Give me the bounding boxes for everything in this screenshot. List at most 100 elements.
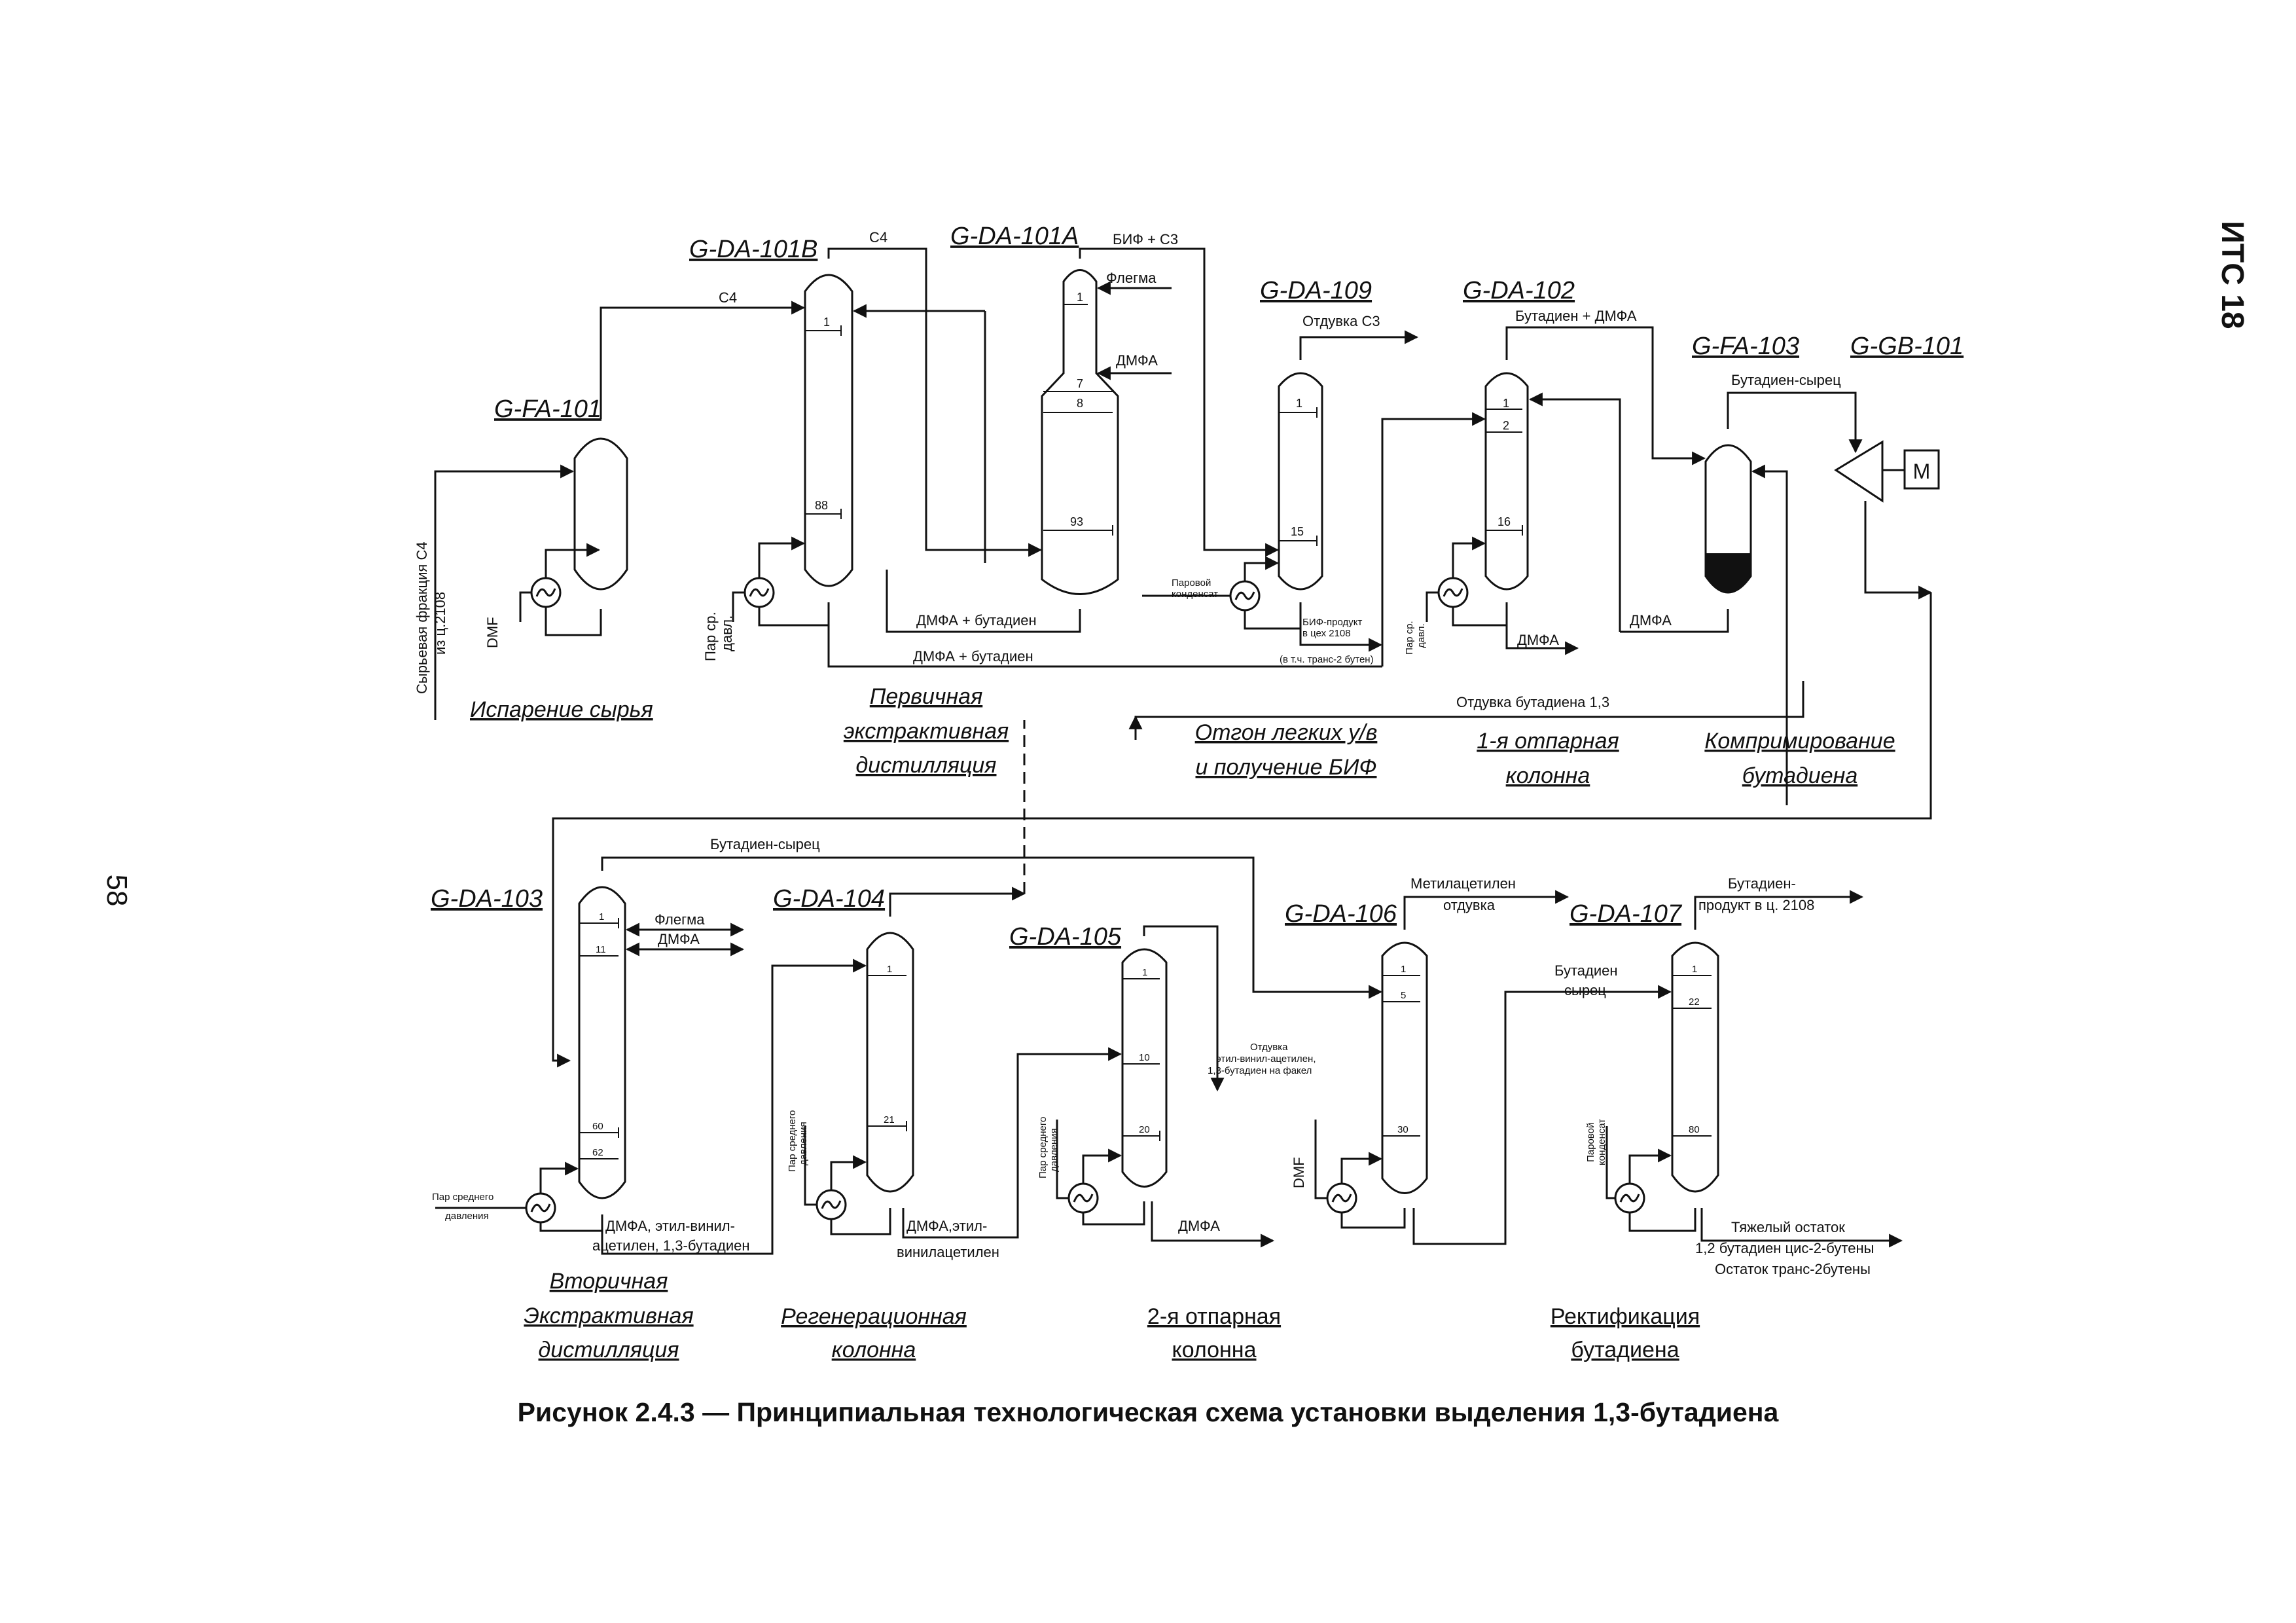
stream-steam-b-2: давл. [719,615,735,651]
section-stripper2-line2: колонна [1172,1338,1256,1362]
section-regeneration-line1: Регенерационная [781,1304,967,1329]
stream-product-1: Бутадиен- [1728,875,1796,892]
stream-bif-note: (в т.ч. транс-2 бутен) [1280,654,1374,665]
tray-109-15: 15 [1291,525,1304,538]
tray-105-10: 10 [1139,1052,1150,1063]
tray-107-1: 1 [1692,964,1697,975]
stream-heavy-2: 1,2 бутадиен цис-2-бутены [1695,1240,1874,1256]
section-compression-line2: бутадиена [1742,763,1857,788]
stream-methyl-2: отдувка [1443,897,1496,913]
stream-vent-105-1: Отдувка [1250,1042,1288,1053]
tag-g-da-103: G-DA-103 [431,885,543,913]
section-stripper1-line1: 1-я отпарная [1477,729,1619,754]
stream-dmfa-fa103: ДМФА [1630,612,1672,629]
section-light-line1: Отгон легких у/в [1195,720,1378,745]
stream-steam-107-1: Паровой [1585,1123,1596,1162]
stream-heavy-1: Тяжелый остаток [1731,1219,1845,1235]
column-g-da-104 [866,932,914,1193]
column-g-da-101a [1041,269,1119,595]
stream-vent-bd: Отдувка бутадиена 1,3 [1456,694,1609,710]
stream-steam-b-1: Пар ср. [702,611,719,661]
tag-g-da-106: G-DA-106 [1285,900,1397,928]
vessel-liquid-level [1706,553,1751,593]
stream-dmf-106: DMF [1291,1157,1307,1188]
stream-bd-raw-mid: Бутадиен-сырец [710,836,820,852]
section-compression-line1: Компримирование [1704,729,1895,754]
stream-vent-105-2: этил-винил-ацетилен, [1216,1053,1316,1065]
stream-methyl-1: Метилацетилен [1410,875,1516,892]
section-light-line2: и получение БИФ [1196,755,1377,780]
stream-dmfa-bd-2: ДМФА + бутадиен [913,648,1033,665]
section-stripper2-line1: 2-я отпарная [1147,1304,1281,1329]
tag-g-fa-101: G-FA-101 [494,395,601,423]
tag-g-fa-103: G-FA-103 [1692,333,1799,360]
tag-g-gb-101: G-GB-101 [1850,333,1964,360]
stream-steam-105-2: давления [1049,1128,1060,1172]
column-g-da-106 [1381,941,1428,1194]
tray-101b-1: 1 [823,316,830,329]
stream-bif-c3: БИФ + C3 [1113,231,1178,247]
stream-c4-mid: C4 [719,289,737,306]
tray-101a-7: 7 [1077,377,1083,390]
stream-bd-raw-top: Бутадиен-сырец [1731,372,1841,388]
tray-107-80: 80 [1689,1124,1700,1135]
stream-dmfa-103-in: ДМФА [658,931,700,947]
stream-bif-prod-2: в цех 2108 [1302,628,1351,639]
section-rectification-line2: бутадиена [1571,1338,1679,1362]
tag-g-da-101a: G-DA-101A [950,223,1079,250]
column-g-da-102 [1484,372,1529,591]
reboiler-109 [1229,580,1261,611]
reboiler-107 [1614,1182,1645,1214]
stream-reflux-103: Флегма [655,911,705,928]
stream-steam-102-1: Пар ср. [1404,621,1415,655]
reboiler-104 [816,1189,847,1220]
tag-g-da-109: G-DA-109 [1260,277,1372,304]
stream-steam-107-2: конденсат [1596,1119,1607,1165]
stream-dmfa-105: ДМФА [1178,1218,1220,1234]
motor-label: M [1913,460,1931,483]
tray-101b-88: 88 [815,499,828,512]
tray-102-16: 16 [1498,515,1511,528]
tray-106-5: 5 [1401,990,1406,1001]
stream-dmf-101: DMF [484,617,501,648]
tray-103-60: 60 [592,1121,603,1132]
tray-103-1: 1 [599,911,604,922]
stream-c4-top: C4 [869,229,888,246]
tray-105-20: 20 [1139,1124,1150,1135]
stream-steam-cond-1: Паровой [1172,577,1211,589]
stream-steam-105-1: Пар среднего [1037,1117,1049,1178]
tray-102-2: 2 [1503,419,1509,432]
tag-g-da-101b: G-DA-101B [689,236,817,263]
stream-bd-raw-106-1: Бутадиен [1554,962,1618,979]
stream-out-103-1: ДМФА, этил-винил- [605,1218,735,1234]
stream-bd-dmfa: Бутадиен + ДМФА [1515,308,1637,324]
reboiler-105 [1067,1182,1099,1214]
stream-vent-105-3: 1,3-бутадиен на факел [1208,1065,1312,1076]
stream-vent-c3: Отдувка C3 [1302,313,1380,329]
stream-bd-raw-106-2: сырец [1564,982,1606,998]
stream-reflux-a: Флегма [1106,270,1157,286]
column-g-da-101b [804,274,853,587]
reboiler-106 [1326,1182,1357,1214]
tray-101a-1: 1 [1077,291,1083,304]
tray-106-1: 1 [1401,964,1406,975]
column-g-da-103 [578,886,626,1199]
reboiler-103 [525,1192,556,1224]
reboiler-102 [1437,577,1469,608]
tag-g-da-102: G-DA-102 [1463,277,1575,304]
tray-103-62: 62 [592,1147,603,1158]
reboiler-101b [744,577,775,608]
section-secondary-line3: дистилляция [539,1338,679,1362]
stream-product-2: продукт в ц. 2108 [1698,897,1814,913]
feed-label-line2: из ц.2108 [432,592,448,655]
section-primary-line3: дистилляция [856,753,997,778]
section-evaporation: Испарение сырья [470,697,653,722]
section-secondary-line1: Вторичная [550,1269,668,1294]
column-g-da-109 [1278,372,1323,591]
tray-103-11: 11 [596,944,606,955]
compressor-g-gb-101 [1834,440,1884,503]
stream-dmfa-102: ДМФА [1517,632,1559,648]
tray-104-21: 21 [884,1114,895,1125]
stream-steam-104-2: давления [798,1122,809,1165]
